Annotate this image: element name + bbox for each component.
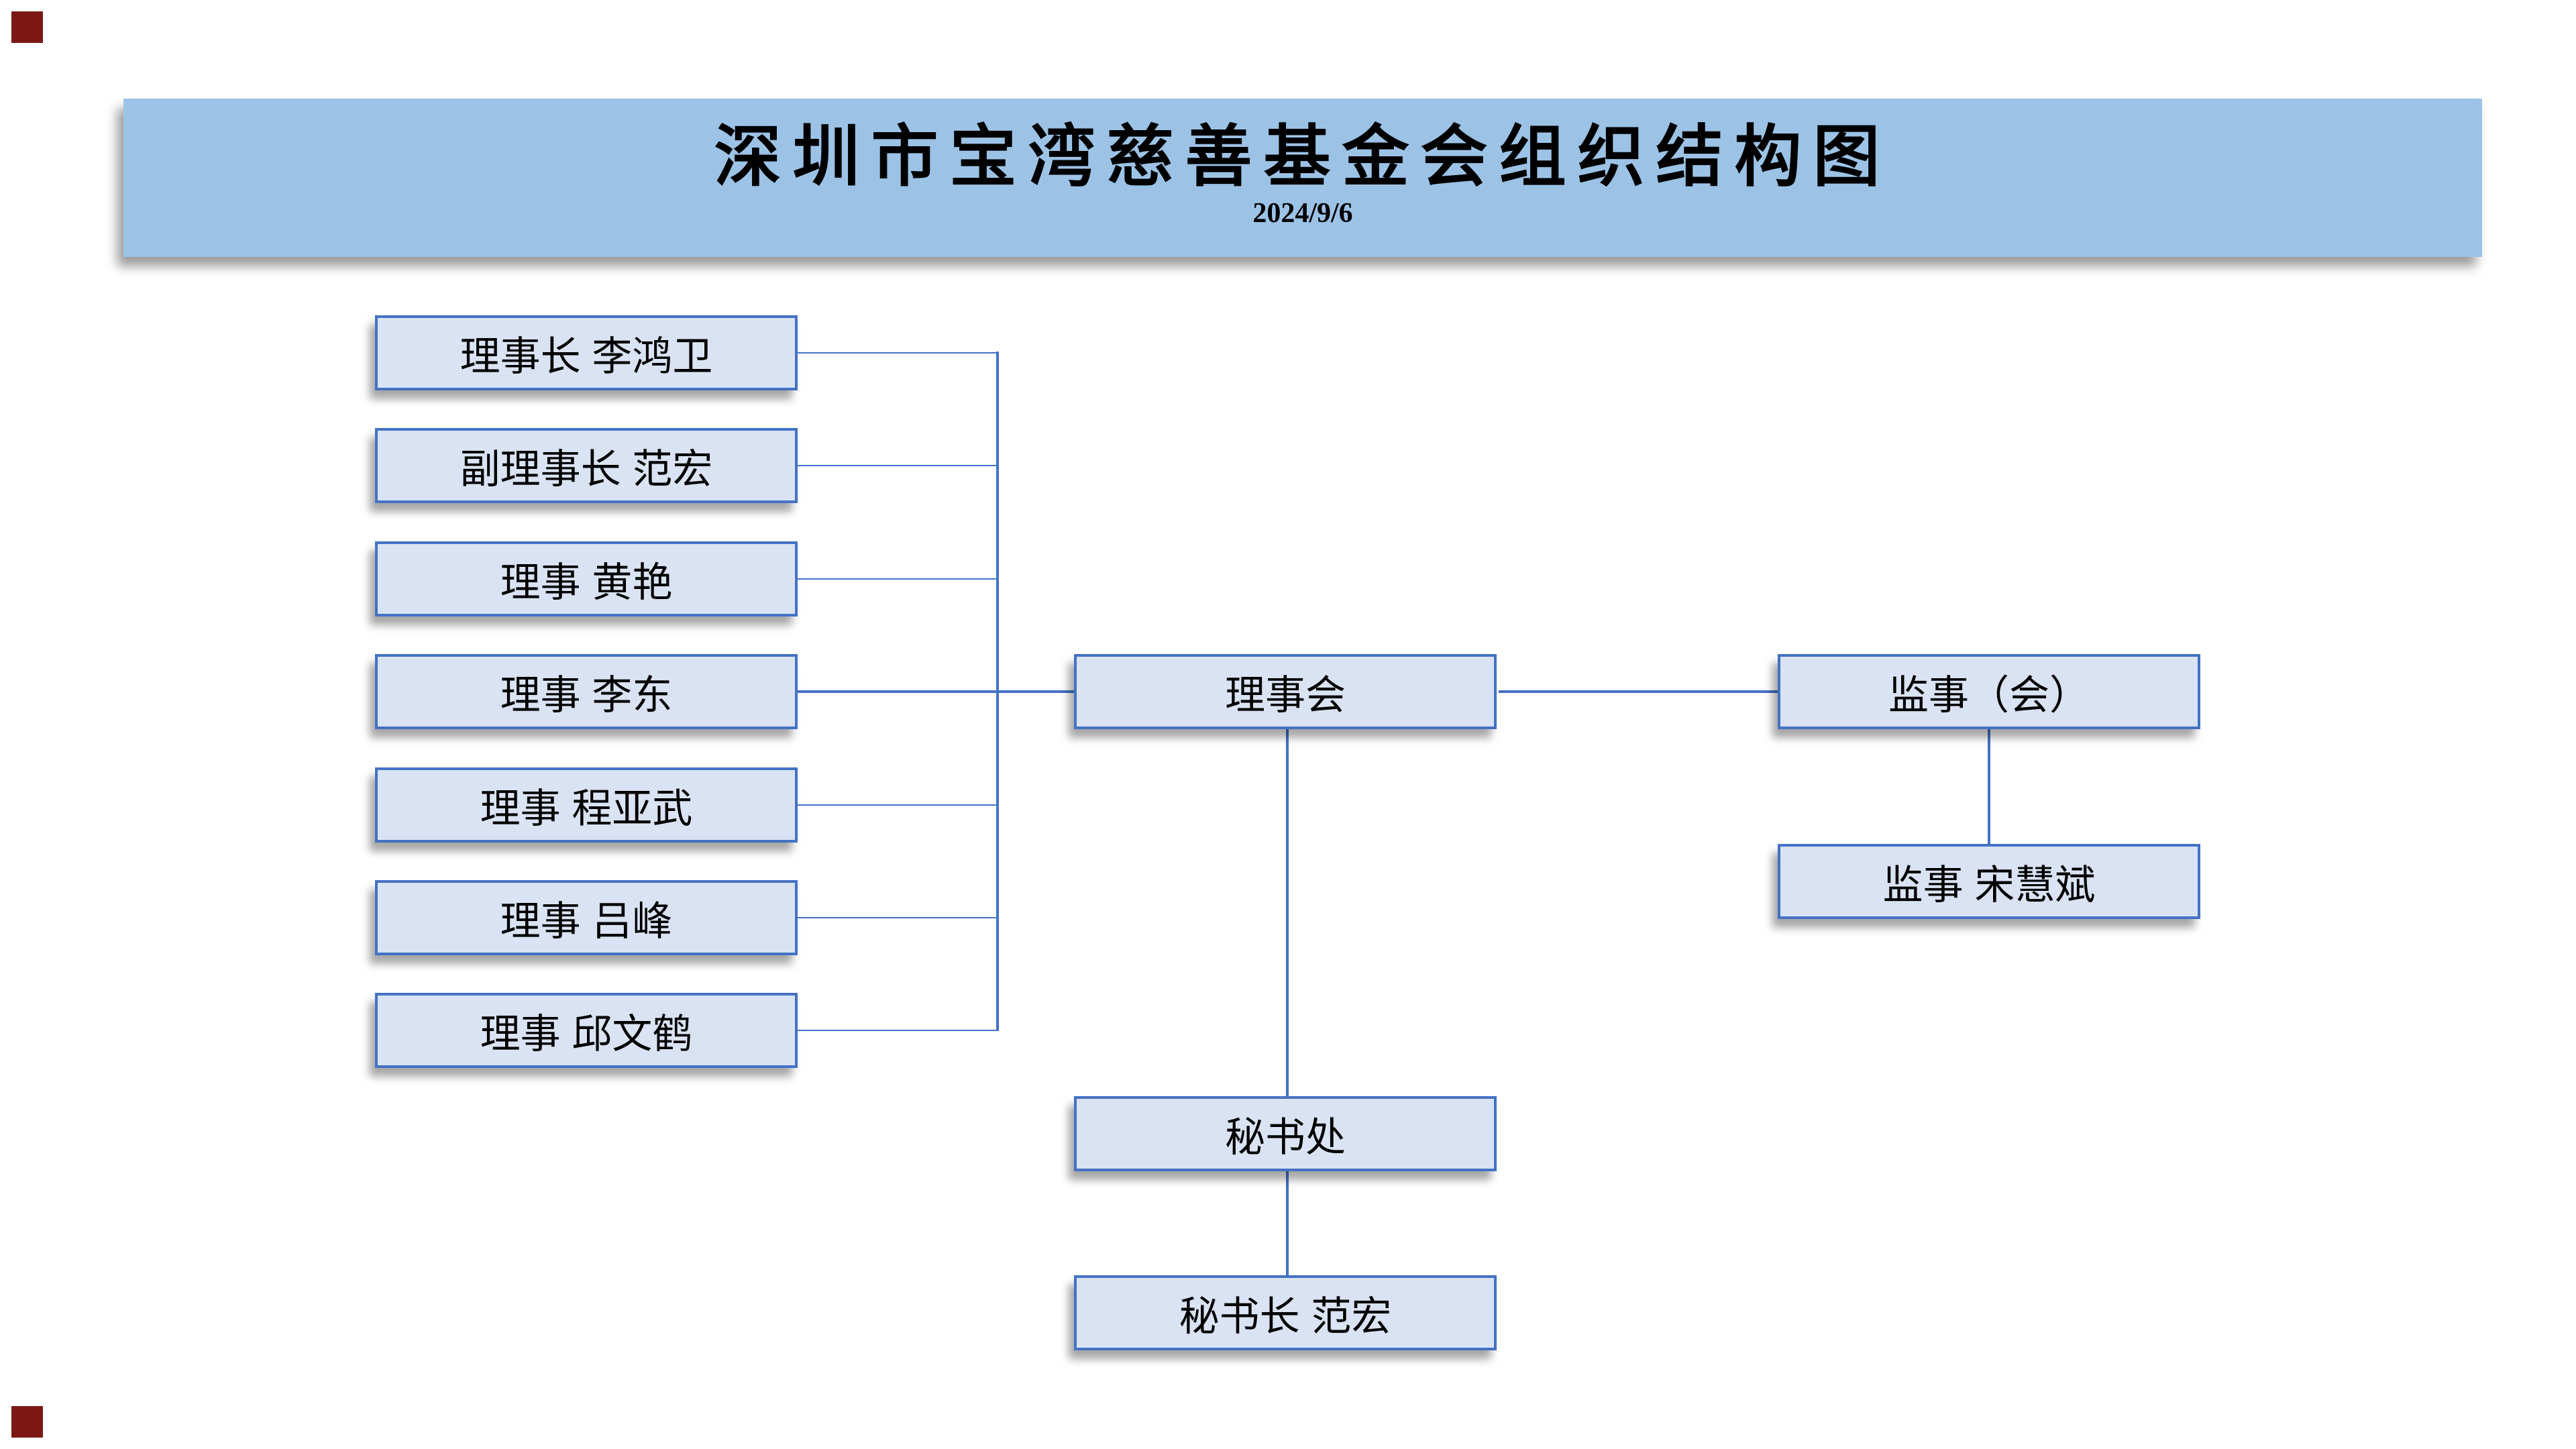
connector-member-5: [798, 804, 996, 806]
connector-member-3: [798, 578, 996, 580]
connector-member-7: [798, 1030, 996, 1031]
connector-board-to-supervisory: [1499, 690, 1778, 693]
secretary-general-box: 秘书长 范宏: [1074, 1275, 1497, 1350]
connector-secretariat-to-secretary-general: [1286, 1171, 1289, 1275]
connector-member-6: [798, 917, 996, 918]
connector-member-1: [798, 352, 996, 354]
connector-member-2: [798, 465, 996, 466]
board-member-box-vice-chairman: 副理事长 范宏: [375, 428, 798, 503]
board-member-box-director-5: 理事 邱文鹤: [375, 993, 798, 1068]
title-banner: 深圳市宝湾慈善基金会组织结构图 2024/9/6: [123, 99, 2482, 257]
corner-marker-bottom-left: [11, 1406, 43, 1438]
connector-board-to-secretariat: [1286, 729, 1289, 1096]
page-title: 深圳市宝湾慈善基金会组织结构图: [714, 120, 1892, 195]
board-member-box-director-2: 理事 李东: [375, 654, 798, 729]
board-member-box-director-1: 理事 黄艳: [375, 541, 798, 616]
supervisory-board-box: 监事（会）: [1778, 654, 2200, 729]
board-member-box-chairman: 理事长 李鸿卫: [375, 315, 798, 390]
board-member-box-director-4: 理事 吕峰: [375, 880, 798, 955]
board-member-box-director-3: 理事 程亚武: [375, 767, 798, 843]
connector-supervisory-to-supervisor: [1988, 729, 1990, 844]
supervisor-box: 监事 宋慧斌: [1778, 844, 2200, 919]
connector-members-to-board: [798, 690, 1074, 693]
board-box: 理事会: [1074, 654, 1497, 729]
page-date: 2024/9/6: [1252, 198, 1353, 229]
corner-marker-top-left: [11, 11, 43, 43]
secretariat-box: 秘书处: [1074, 1096, 1497, 1171]
